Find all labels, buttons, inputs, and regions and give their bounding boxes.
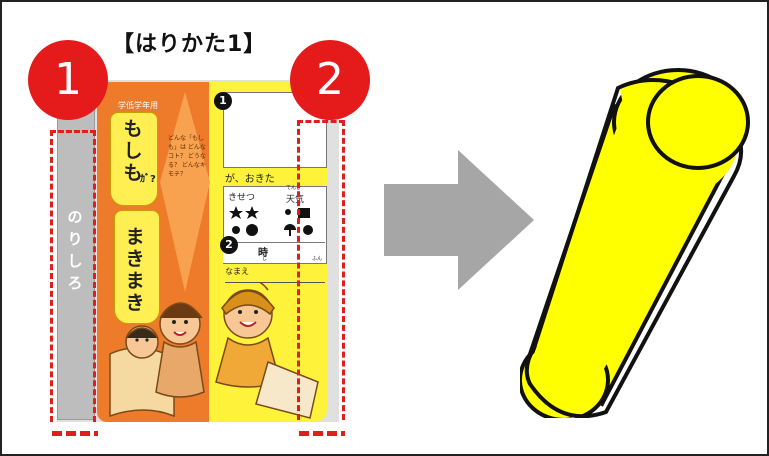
fun-ruby: ふん <box>312 256 323 262</box>
namae-label: なまえ <box>225 267 249 276</box>
cartoon-children-illustration <box>109 282 319 419</box>
toki-ruby: じ <box>262 256 268 262</box>
name-line <box>225 282 325 283</box>
tenki-ruby: てんき <box>286 185 302 191</box>
cut-line-2-bottom <box>299 431 345 436</box>
arrow-right-icon <box>384 150 534 290</box>
title-scroll-bottom <box>114 210 160 324</box>
diamond-text: どんな「もしも」は どんなコト？ どうなる？ どんなキモチ？ <box>168 135 206 178</box>
item-badge-2: 2 <box>220 236 238 254</box>
tenki-label: 天気 <box>286 195 305 205</box>
ga-okita-label: が、おきた <box>225 174 275 185</box>
title-moshimo: もしも <box>123 118 143 184</box>
cut-line-2 <box>297 120 345 420</box>
hint-diamond <box>160 92 210 292</box>
glue-strip <box>57 98 95 420</box>
weather-icons <box>229 206 313 236</box>
item-badge-1: 1 <box>214 92 232 110</box>
page-title: 【はりかた1】 <box>112 32 267 57</box>
glue-label: のりしろ <box>67 208 83 292</box>
grade-label: 学低学年用 <box>118 101 158 110</box>
cut-line-1-bottom <box>52 431 98 436</box>
title-makimaki: まきまき <box>125 226 145 314</box>
kisetsu-label: きせつ <box>228 193 256 203</box>
title-scroll-top <box>110 112 158 206</box>
cut-line-1 <box>50 130 96 422</box>
title-mark: ｶﾞ? <box>140 174 156 185</box>
toki-label: 時 <box>258 248 268 259</box>
step-marker-2: 2 <box>290 40 370 120</box>
step-marker-1: 1 <box>28 40 108 120</box>
rolled-cylinder-icon <box>520 68 750 418</box>
